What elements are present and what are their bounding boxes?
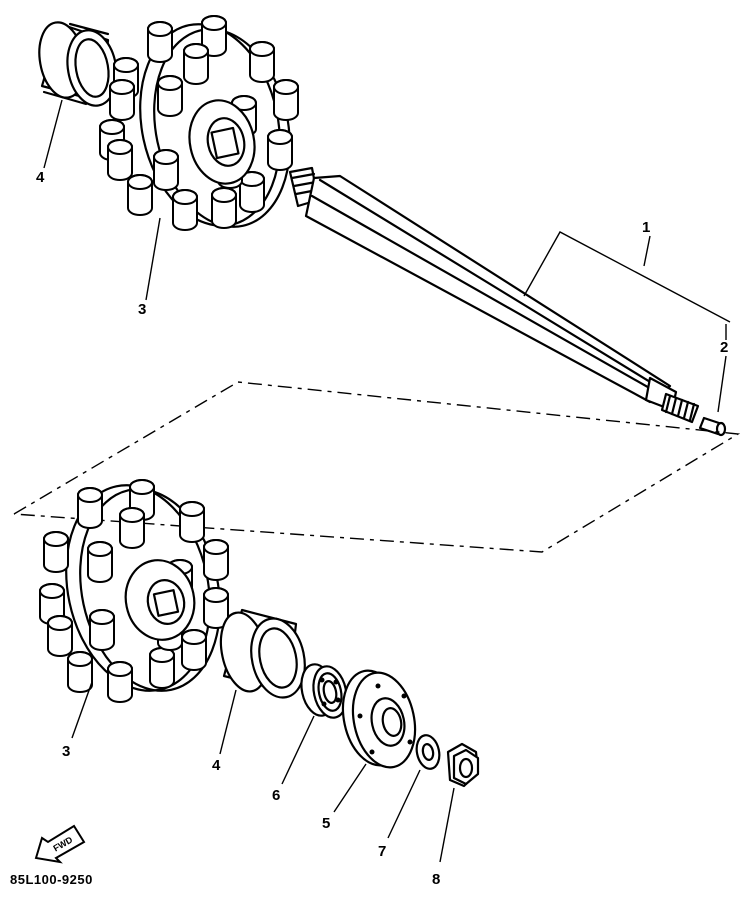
leader-4-upper [43, 99, 63, 169]
callout-3-lower: 3 [62, 743, 70, 760]
plug [698, 416, 727, 437]
bearing [300, 663, 348, 719]
callout-8: 8 [432, 871, 440, 888]
leader-3-upper [145, 217, 161, 301]
callout-4-lower: 4 [212, 757, 221, 774]
callout-6: 6 [272, 787, 280, 804]
alignment-lines [13, 381, 741, 553]
sprocket-upper [99, 15, 299, 231]
leader-6 [281, 715, 315, 785]
leader-8 [439, 787, 455, 863]
drive-shaft [288, 166, 700, 424]
spacer-upper [38, 21, 118, 107]
callout-5: 5 [322, 815, 330, 832]
callout-2: 2 [720, 339, 728, 356]
callout-7: 7 [378, 843, 386, 860]
bracket-upper [523, 231, 731, 413]
leader-3-lower [71, 681, 93, 739]
callout-4-upper: 4 [36, 169, 45, 186]
spacer-lower [219, 608, 306, 699]
drawing-code: 85L100-9250 [10, 872, 93, 887]
leader-7 [387, 769, 421, 839]
callout-1: 1 [642, 219, 650, 236]
flange [341, 669, 417, 769]
leader-5 [333, 763, 367, 813]
callout-3-upper: 3 [138, 301, 146, 318]
sprocket-lower [39, 479, 229, 703]
nut [446, 742, 480, 788]
forward-arrow-icon: FWD [34, 824, 86, 864]
washer [415, 734, 441, 770]
leader-4-lower [219, 689, 237, 755]
